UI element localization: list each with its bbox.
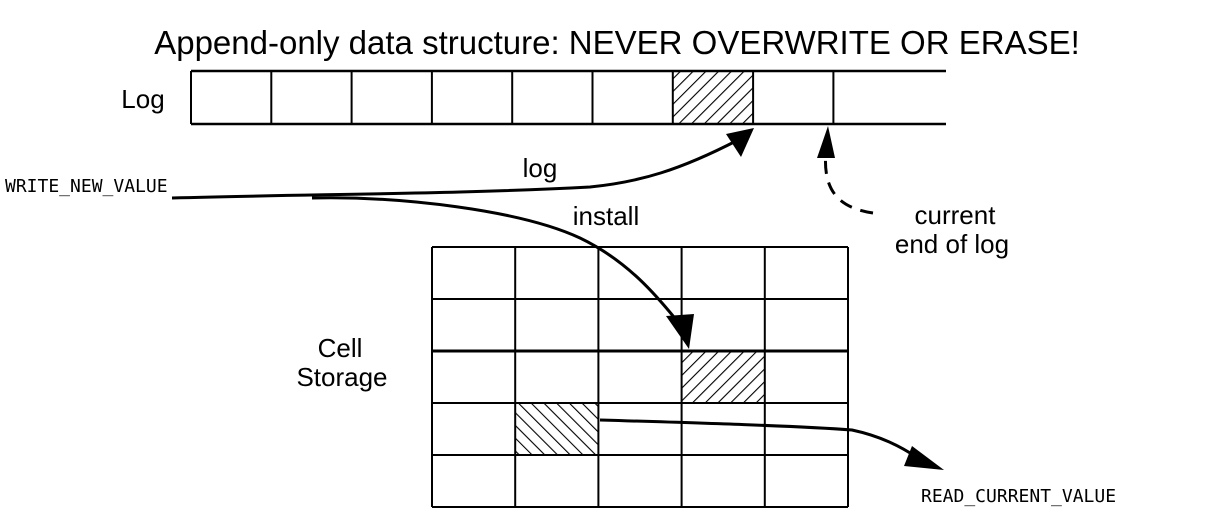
log-label: Log — [121, 84, 164, 114]
current-end-dashed-arrow — [823, 149, 874, 215]
install-arrowhead — [666, 314, 694, 349]
current-end-label-line2: end of log — [895, 229, 1009, 259]
log-strip — [190, 69, 946, 126]
read-arrow — [599, 418, 919, 460]
cell-storage-label-line2: Storage — [296, 362, 387, 392]
cell-storage-label-line1: Cell — [318, 333, 363, 363]
current-end-label-line1: current — [915, 200, 997, 230]
read-current-value-label: READ_CURRENT_VALUE — [921, 486, 1116, 507]
install-arrow — [311, 196, 680, 323]
log-cell-hatched — [672, 71, 754, 124]
storage-cell-hatched — [681, 351, 765, 403]
read-arrowhead — [904, 446, 944, 470]
install-arrow-label: install — [573, 201, 639, 231]
write-new-value-label: WRITE_NEW_VALUE — [5, 176, 168, 197]
cell-storage-grid — [431, 246, 849, 508]
current-end-arrowhead — [817, 126, 835, 158]
log-arrowhead — [726, 128, 754, 157]
log-arrow — [171, 138, 739, 200]
log-arrow-label: log — [523, 153, 558, 183]
diagram-title: Append-only data structure: NEVER OVERWR… — [154, 24, 1080, 61]
storage-cell-hatched — [515, 403, 599, 455]
